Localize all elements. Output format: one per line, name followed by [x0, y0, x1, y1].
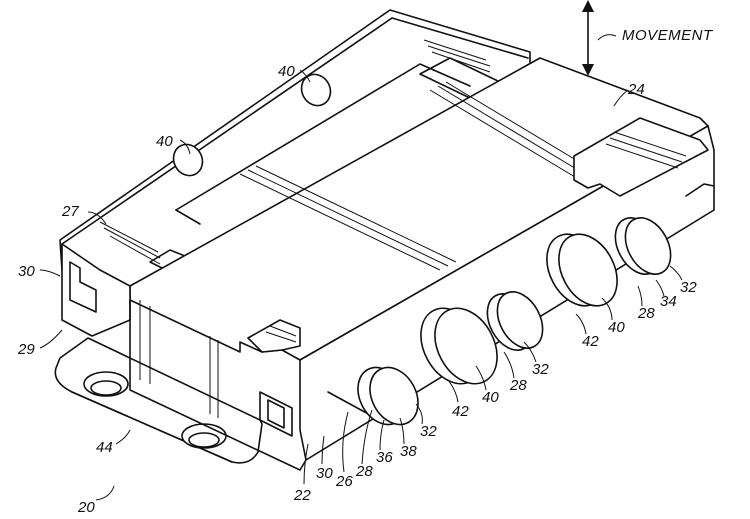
ref-32-a: 32	[420, 423, 437, 440]
ref-40-rear: 40	[156, 133, 173, 150]
ref-28-b: 28	[509, 377, 527, 394]
ref-44: 44	[96, 439, 113, 456]
ref-36: 36	[376, 449, 393, 466]
disc-stack	[172, 73, 672, 426]
movement-arrow	[582, 0, 617, 76]
ref-42-a: 42	[452, 403, 469, 420]
ref-30-front: 30	[316, 465, 333, 482]
ref-27: 27	[61, 203, 79, 220]
wire	[327, 183, 715, 417]
ref-34: 34	[660, 293, 677, 310]
movement-label: MOVEMENT	[622, 27, 714, 44]
leader-lines	[39, 69, 683, 501]
ref-26: 26	[335, 473, 353, 490]
ref-40-top: 40	[278, 63, 295, 80]
ref-40-right: 40	[608, 319, 625, 336]
ref-20: 20	[77, 499, 95, 516]
ref-32-c: 32	[680, 279, 697, 296]
ref-28-a: 28	[355, 463, 373, 480]
frame-hatching	[99, 39, 491, 265]
ref-24: 24	[627, 81, 645, 98]
ref-30-left: 30	[18, 263, 35, 280]
base-flange	[54, 337, 263, 464]
ref-38: 38	[400, 443, 417, 460]
ref-42-b: 42	[582, 333, 599, 350]
ref-32-b: 32	[532, 361, 549, 378]
ref-29: 29	[17, 341, 35, 358]
ref-22: 22	[293, 487, 311, 504]
ref-28-c: 28	[637, 305, 655, 322]
ref-40-mid: 40	[482, 389, 499, 406]
